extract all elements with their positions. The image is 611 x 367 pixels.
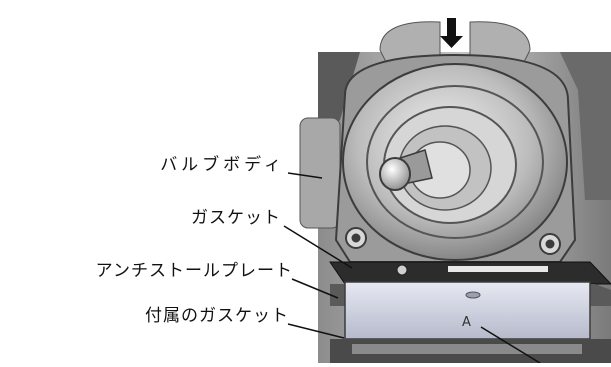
label-valve-body: バルブボディ	[160, 155, 285, 175]
leader-line-valve-body	[287, 172, 323, 179]
bolt-right-hole	[545, 239, 555, 249]
bolt-left-hole	[351, 233, 361, 243]
shaft-end	[379, 157, 411, 191]
gasket-slot	[448, 266, 548, 272]
right-bracket	[560, 52, 611, 200]
plate-hole	[465, 291, 481, 299]
leader-line-plate-letter	[480, 326, 541, 364]
label-included-gasket: 付属のガスケット	[145, 306, 289, 326]
valve-ring-1	[366, 85, 544, 239]
gasket-bolt	[396, 264, 408, 276]
plate-letter: A	[462, 315, 471, 330]
gasket	[329, 261, 611, 285]
left-casting	[299, 117, 341, 229]
leader-line-gasket	[283, 225, 353, 269]
down-arrow-icon	[440, 18, 463, 48]
leader-line-plate	[291, 278, 339, 299]
anti-stall-plate	[344, 281, 591, 340]
leader-line-lower-gasket	[287, 323, 345, 339]
lower-gasket-edge	[352, 344, 582, 354]
label-anti-stall-plate: アンチストールプレート	[95, 261, 293, 281]
label-gasket: ガスケット	[191, 208, 281, 228]
